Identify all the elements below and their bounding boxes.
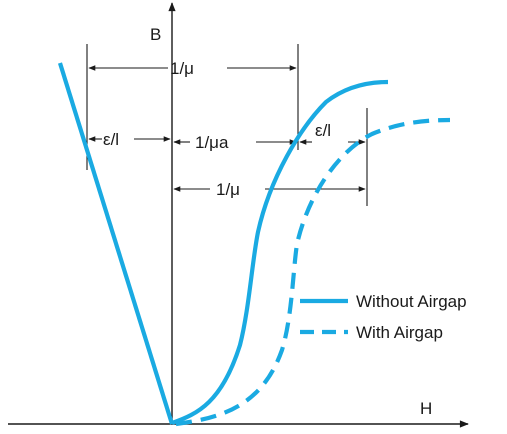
- curve-with-airgap: [175, 117, 451, 427]
- h-axis-label: H: [420, 399, 432, 418]
- legend-without-airgap-label: Without Airgap: [356, 292, 467, 311]
- dim-eps-right-label: ε/l: [315, 121, 331, 140]
- b-axis-label: B: [150, 25, 161, 44]
- dim-bottom-mu-label: 1/μ: [216, 180, 240, 199]
- demagnetization-line: [57, 62, 175, 425]
- dim-mu-a-label: 1/μa: [195, 133, 229, 152]
- dim-top-mu-label: 1/μ: [170, 59, 194, 78]
- curve-without-airgap: [171, 79, 389, 425]
- dim-eps-left-label: ε/l: [103, 130, 119, 149]
- legend-with-airgap-label: With Airgap: [356, 323, 443, 342]
